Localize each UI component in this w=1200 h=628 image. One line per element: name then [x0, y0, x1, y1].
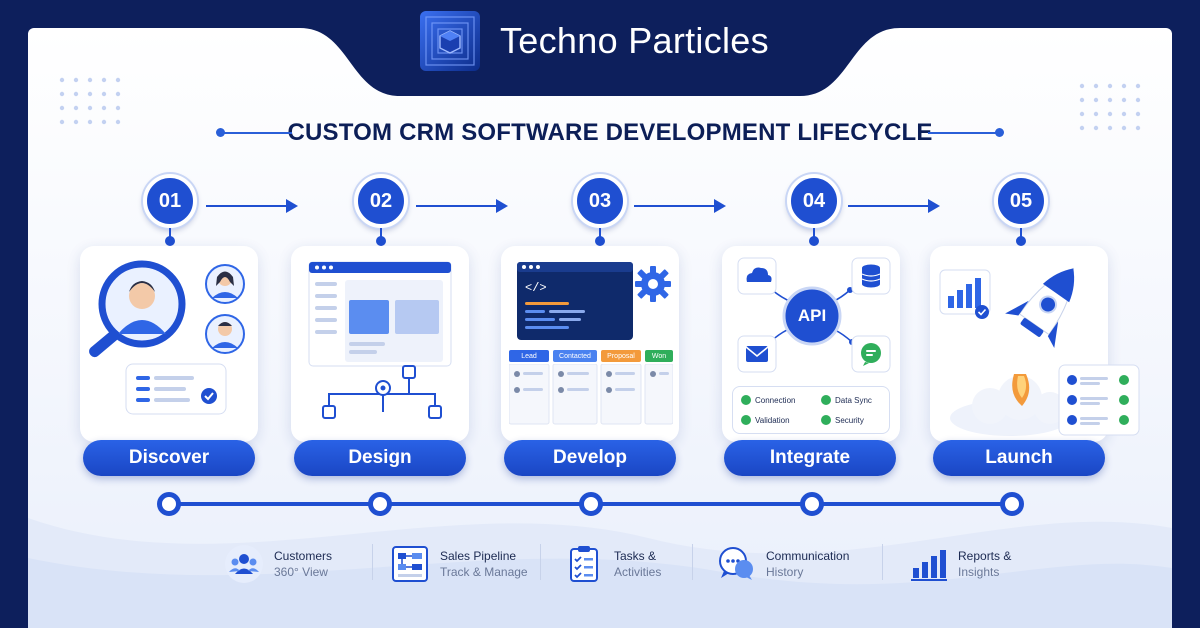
step-stem-3: [599, 228, 601, 238]
feature-customers: Customers 360° View: [224, 536, 332, 592]
timeline-node-3: [579, 492, 603, 516]
dot-grid-left: [59, 77, 121, 125]
check-circle-icon: [821, 415, 831, 425]
code-editor-icon: </>: [517, 262, 633, 340]
step-card-launch: [930, 246, 1140, 442]
feature-subtitle: Activities: [614, 565, 662, 579]
step-label-discover: Discover: [83, 440, 255, 476]
timeline-node-2: [368, 492, 392, 516]
step-card-discover: [80, 246, 258, 442]
feature-subtitle: Insights: [958, 565, 1000, 579]
check-label: Data Sync: [835, 395, 872, 405]
rocket-icon: [939, 267, 1075, 436]
magnifier-user-icon: [89, 260, 245, 415]
brand: Techno Particles: [414, 6, 794, 76]
users-icon: [225, 545, 263, 583]
timeline-node-4: [800, 492, 824, 516]
title-row: CUSTOM CRM SOFTWARE DEVELOPMENT LIFECYCL…: [216, 118, 1004, 148]
kanban-header-proposal: Proposal: [601, 350, 641, 362]
step-card-develop: </> Lead Contacted Proposal Won: [501, 246, 679, 442]
step-number-4: 04: [787, 174, 841, 228]
step-label-design: Design: [294, 440, 466, 476]
feature-divider: [882, 544, 883, 580]
step-stem-5: [1020, 228, 1022, 238]
brand-cube-logo-icon: [420, 11, 480, 71]
step-knob-1: [165, 236, 175, 246]
step-knob-3: [595, 236, 605, 246]
api-hub-label: API: [797, 306, 827, 325]
arrow-right-icon: [206, 199, 298, 213]
step-stem-4: [813, 228, 815, 238]
page-title: CUSTOM CRM SOFTWARE DEVELOPMENT LIFECYCL…: [287, 119, 933, 146]
timeline-node-1: [157, 492, 181, 516]
brand-name: Techno Particles: [500, 20, 769, 61]
feature-sales-pipeline: Sales Pipeline Track & Manage: [390, 536, 528, 592]
feature-title: Reports &: [958, 549, 1012, 563]
check-label: Connection: [755, 395, 796, 405]
step-label-launch: Launch: [933, 440, 1105, 476]
check-circle-icon: [741, 415, 751, 425]
feature-communication: Communication History: [716, 536, 849, 592]
step-knob-2: [376, 236, 386, 246]
background-wave: [28, 518, 1172, 628]
arrow-right-icon: [634, 199, 726, 213]
feature-subtitle: History: [766, 565, 804, 579]
dot-grid-right: [1079, 83, 1141, 131]
check-label: Security: [835, 415, 864, 425]
step-stem-2: [380, 228, 382, 238]
feature-subtitle: Track & Manage: [440, 565, 528, 579]
step-card-integrate: API Connection Data Sync Validation Secu…: [722, 246, 900, 442]
feature-divider: [540, 544, 541, 580]
arrow-right-icon: [848, 199, 940, 213]
feature-title: Tasks &: [614, 549, 657, 563]
user-checklist-panel: [1058, 364, 1140, 436]
step-knob-4: [809, 236, 819, 246]
feature-title: Customers: [274, 549, 333, 563]
check-item: Connection: [741, 395, 795, 405]
step-stem-1: [169, 228, 171, 238]
integration-checklist: Connection Data Sync Validation Security: [732, 386, 890, 434]
step-knob-5: [1016, 236, 1026, 246]
step-number-2: 02: [354, 174, 408, 228]
feature-divider: [372, 544, 373, 580]
kanban-header-contacted: Contacted: [553, 350, 597, 362]
check-item: Security: [821, 415, 864, 425]
step-number-3: 03: [573, 174, 627, 228]
check-circle-icon: [821, 395, 831, 405]
arrow-right-icon: [416, 199, 508, 213]
check-item: Data Sync: [821, 395, 872, 405]
feature-tasks: Tasks & Activities: [564, 536, 661, 592]
check-circle-icon: [741, 395, 751, 405]
bar-chart-icon: [911, 550, 947, 581]
step-card-design: [291, 246, 469, 442]
kanban-header-won: Won: [645, 350, 673, 362]
step-number-1: 01: [143, 174, 197, 228]
feature-title: Sales Pipeline: [440, 549, 517, 563]
check-item: Validation: [741, 415, 790, 425]
step-label-develop: Develop: [504, 440, 676, 476]
gear-icon: [635, 266, 671, 302]
title-dot-right: [995, 128, 1004, 137]
check-label: Validation: [755, 415, 790, 425]
checklist-icon: [570, 546, 598, 582]
title-line-left: [220, 132, 292, 134]
timeline-node-5: [1000, 492, 1024, 516]
step-number-5: 05: [994, 174, 1048, 228]
wireframe-icon: [308, 261, 452, 419]
api-hub-icon: [737, 257, 891, 373]
pipeline-icon: [392, 546, 428, 582]
feature-subtitle: 360° View: [274, 565, 328, 579]
title-line-right: [928, 132, 1000, 134]
kanban-header-lead: Lead: [509, 350, 549, 362]
feature-divider: [692, 544, 693, 580]
chat-icon: [719, 547, 753, 580]
feature-title: Communication: [766, 549, 850, 563]
kanban-board: [509, 364, 673, 425]
code-tag-text: </>: [525, 281, 547, 295]
feature-row: Customers 360° View Sales Pipeline Track…: [196, 536, 1036, 592]
feature-reports: Reports & Insights: [908, 536, 1011, 592]
step-label-integrate: Integrate: [724, 440, 896, 476]
